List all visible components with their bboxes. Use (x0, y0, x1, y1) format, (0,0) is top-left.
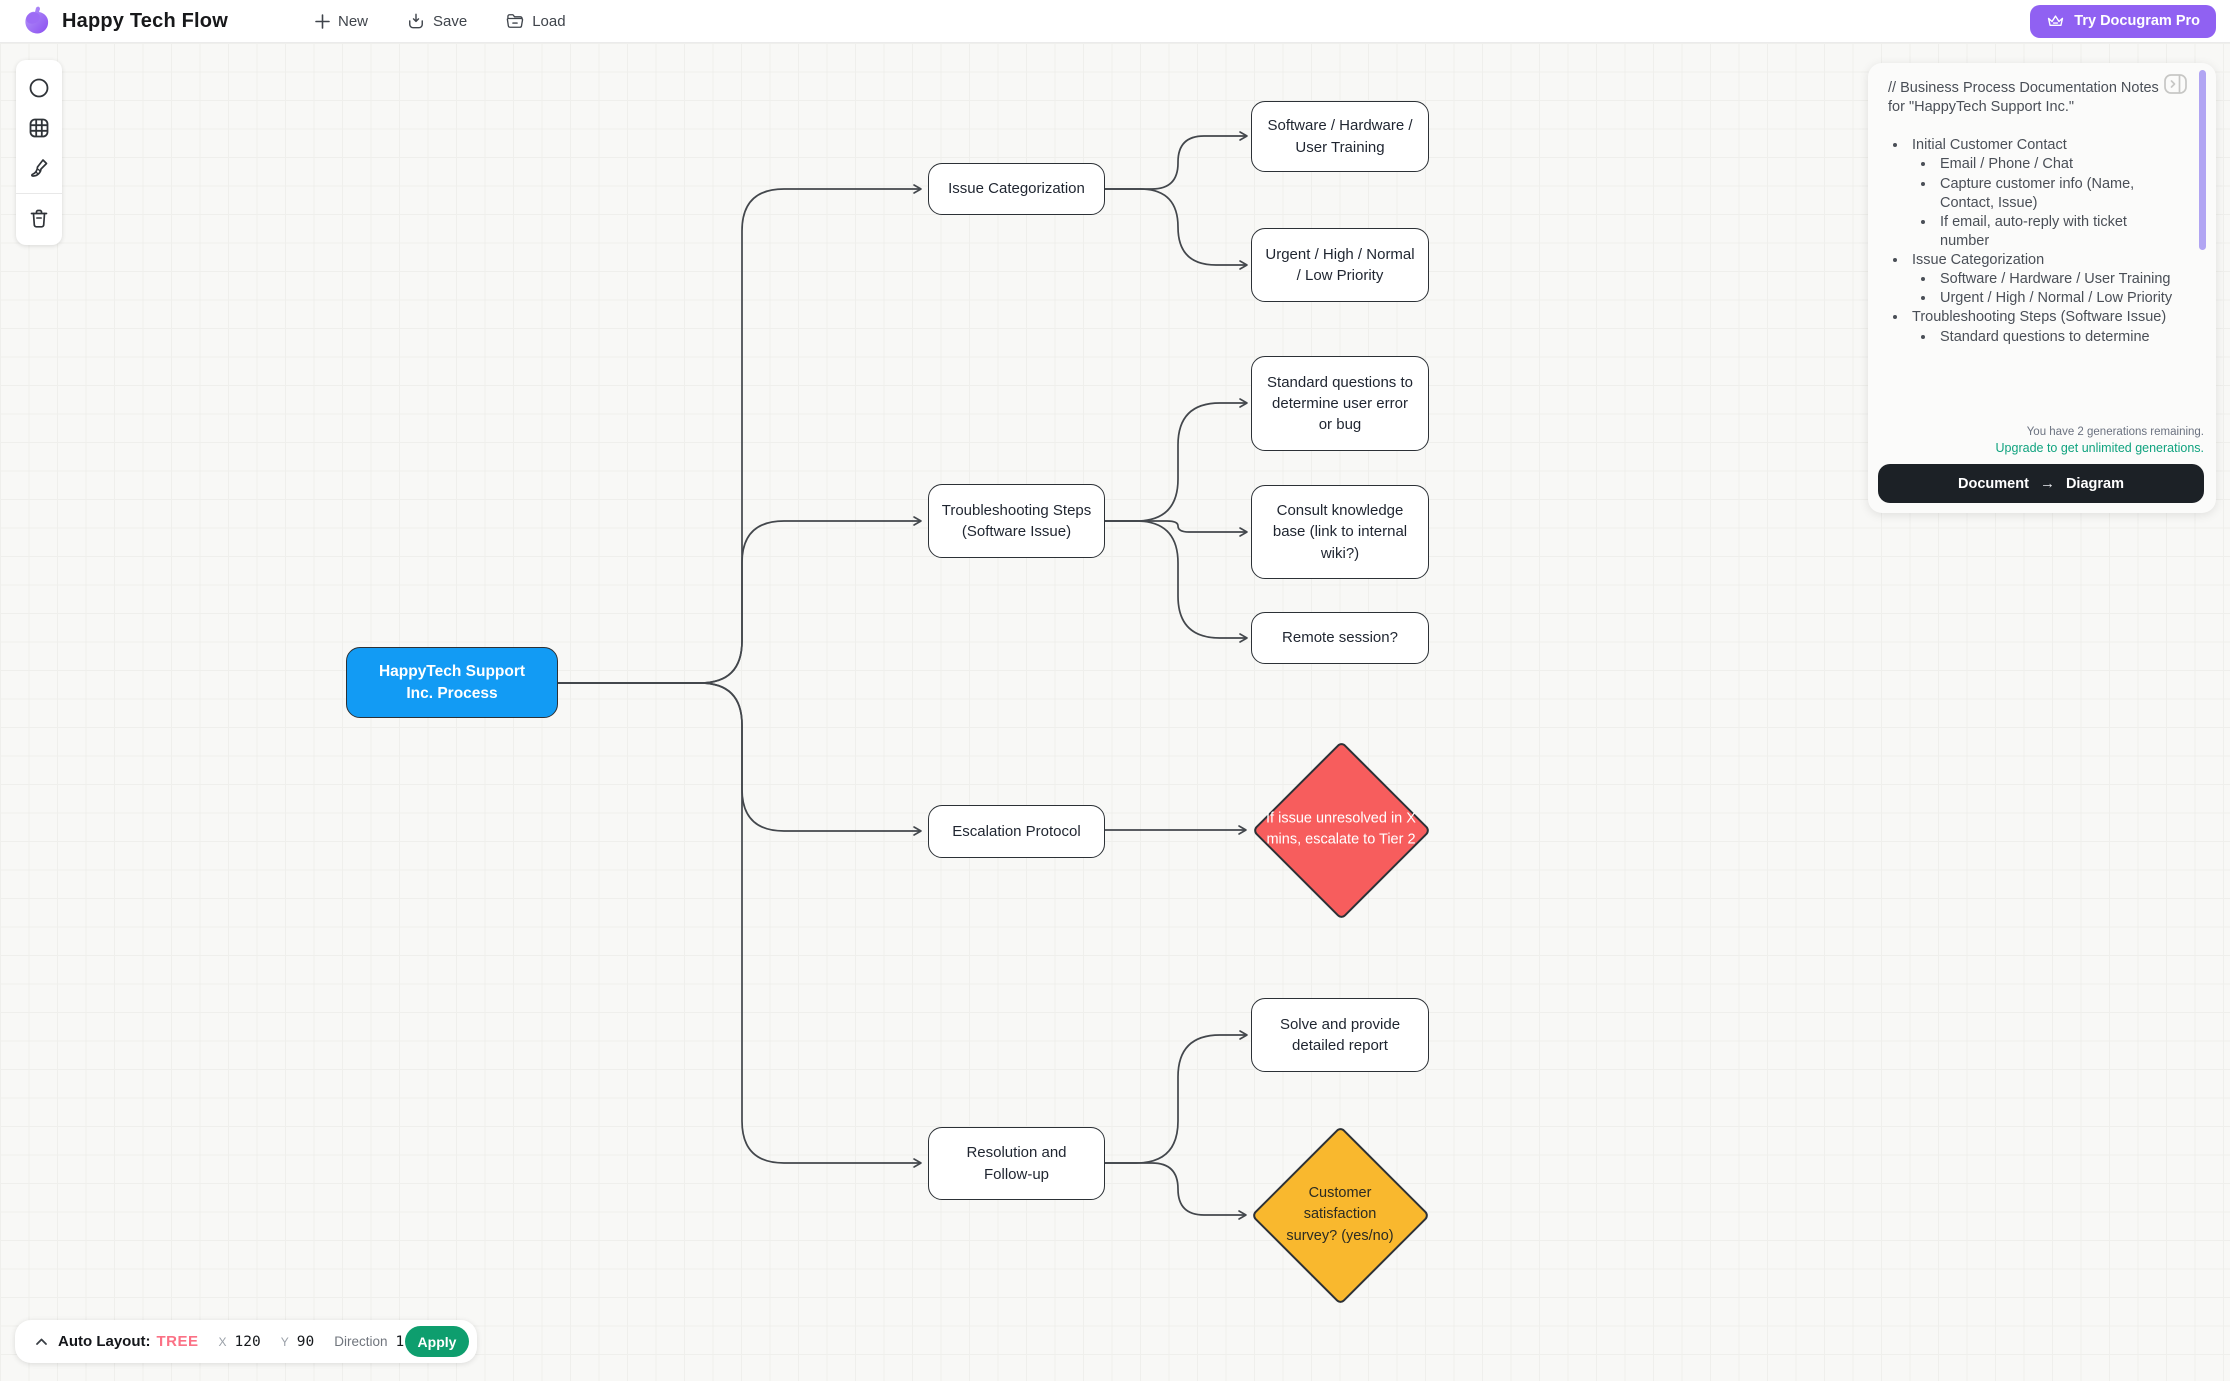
node-label: Solve and provide detailed report (1279, 1015, 1401, 1054)
notes-list: Initial Customer Contact Email / Phone /… (1908, 136, 2176, 346)
clean-tool-button[interactable] (16, 148, 62, 188)
grid-icon (29, 118, 49, 138)
new-button[interactable]: New (314, 13, 368, 30)
collapse-panel-button[interactable] (2163, 72, 2188, 101)
node-solve-report[interactable]: Solve and provide detailed report (1251, 998, 1429, 1072)
node-label: Troubleshooting Steps (Software Issue) (941, 501, 1092, 540)
node-label: Remote session? (1282, 629, 1398, 647)
node-issue-categorization[interactable]: Issue Categorization (928, 163, 1105, 215)
node-priority[interactable]: Urgent / High / Normal / Low Priority (1251, 228, 1429, 302)
generate-to-label: Diagram (2065, 475, 2124, 492)
x-spacing-label: X (218, 1334, 227, 1349)
node-label: HappyTech Support Inc. Process (378, 662, 526, 702)
node-resolution[interactable]: Resolution and Follow-up (928, 1127, 1105, 1200)
y-spacing-label: Y (280, 1334, 289, 1349)
node-standard-questions[interactable]: Standard questions to determine user err… (1251, 356, 1429, 451)
x-spacing-value[interactable]: 120 (234, 1333, 261, 1350)
node-label: Issue Categorization (948, 180, 1085, 198)
notes-title: // Business Process Documentation Notes … (1888, 80, 2159, 116)
load-button[interactable]: Load (505, 11, 566, 31)
delete-tool-button[interactable] (16, 199, 62, 239)
y-spacing-value[interactable]: 90 (296, 1333, 315, 1350)
node-label: Urgent / High / Normal / Low Priority (1265, 245, 1415, 284)
crown-icon (2048, 14, 2064, 26)
layout-mode-value[interactable]: TREE (156, 1333, 199, 1350)
grid-tool-button[interactable] (16, 108, 62, 148)
node-troubleshooting[interactable]: Troubleshooting Steps (Software Issue) (928, 484, 1105, 558)
direction-label: Direction (334, 1334, 388, 1349)
try-pro-label: Try Docugram Pro (2074, 13, 2200, 29)
app-logo-icon (25, 6, 49, 34)
save-button-label: Save (433, 12, 468, 30)
try-pro-button[interactable]: Try Docugram Pro (2030, 4, 2216, 38)
node-label: If issue unresolved in X mins, escalate … (1266, 810, 1416, 848)
apply-layout-button[interactable]: Apply (405, 1326, 469, 1357)
plus-icon (315, 13, 330, 29)
load-button-label: Load (532, 12, 566, 30)
node-remote-session[interactable]: Remote session? (1251, 612, 1429, 664)
notes-footer: You have 2 generations remaining. Upgrad… (1868, 426, 2216, 503)
circle-icon (29, 78, 49, 98)
node-software-hardware[interactable]: Software / Hardware / User Training (1251, 101, 1429, 172)
document-to-diagram-button[interactable]: Document → Diagram (1878, 464, 2204, 503)
list-item: Troubleshooting Steps (Software Issue) S… (1908, 308, 2176, 346)
node-label: Standard questions to determine user err… (1267, 373, 1413, 434)
brush-clean-icon (31, 159, 48, 177)
shape-toolbar (16, 60, 62, 245)
list-item: Capture customer info (Name, Contact, Is… (1936, 175, 2176, 213)
upgrade-link[interactable]: Upgrade to get unlimited generations. (1995, 441, 2204, 455)
node-root[interactable]: HappyTech Support Inc. Process (346, 647, 558, 718)
notes-panel: // Business Process Documentation Notes … (1868, 63, 2216, 513)
node-label: Escalation Protocol (952, 822, 1081, 840)
list-item: Issue Categorization Software / Hardware… (1908, 251, 2176, 308)
save-icon (409, 13, 423, 29)
header-bar: Happy Tech Flow New Save Load Try Docugr… (0, 0, 2230, 43)
list-item: Urgent / High / Normal / Low Priority (1936, 289, 2176, 308)
node-label: Consult knowledge base (link to internal… (1272, 502, 1408, 562)
chevron-up-icon (36, 1338, 47, 1345)
list-item: Initial Customer Contact Email / Phone /… (1908, 136, 2176, 251)
folder-open-icon (506, 14, 524, 28)
node-consult-kb[interactable]: Consult knowledge base (link to internal… (1251, 485, 1429, 579)
notes-scrollbar[interactable] (2199, 70, 2206, 250)
node-label: Resolution and Follow-up (966, 1144, 1067, 1183)
save-button[interactable]: Save (406, 11, 467, 31)
auto-layout-label: Auto Layout: (58, 1333, 151, 1350)
arrow-right-icon: → (2039, 475, 2055, 492)
collapse-panel-icon (2164, 74, 2187, 94)
generate-from-label: Document (1958, 475, 2029, 492)
collapse-layout-bar-button[interactable] (35, 1337, 48, 1346)
notes-text[interactable]: // Business Process Documentation Notes … (1888, 79, 2202, 421)
list-item: Standard questions to determine (1936, 328, 2176, 347)
trash-icon (30, 209, 48, 228)
list-item: Software / Hardware / User Training (1936, 270, 2176, 289)
new-button-label: New (337, 12, 368, 30)
node-label: Software / Hardware / User Training (1267, 117, 1413, 156)
node-label: Customer satisfaction survey? (yes/no) (1286, 1184, 1394, 1244)
toolbar-divider (16, 193, 62, 194)
circle-tool-button[interactable] (16, 68, 62, 108)
list-item: If email, auto-reply with ticket number (1936, 213, 2176, 251)
auto-layout-bar: Auto Layout: TREE X 120 Y 90 Direction 1… (15, 1320, 477, 1363)
node-escalation[interactable]: Escalation Protocol (928, 805, 1105, 858)
diagram-canvas[interactable] (0, 43, 2230, 1381)
generations-remaining-text: You have 2 generations remaining. (2026, 426, 2204, 438)
list-item: Email / Phone / Chat (1936, 155, 2176, 174)
app-title: Happy Tech Flow (62, 9, 228, 32)
direction-value[interactable]: 1 (395, 1333, 405, 1350)
